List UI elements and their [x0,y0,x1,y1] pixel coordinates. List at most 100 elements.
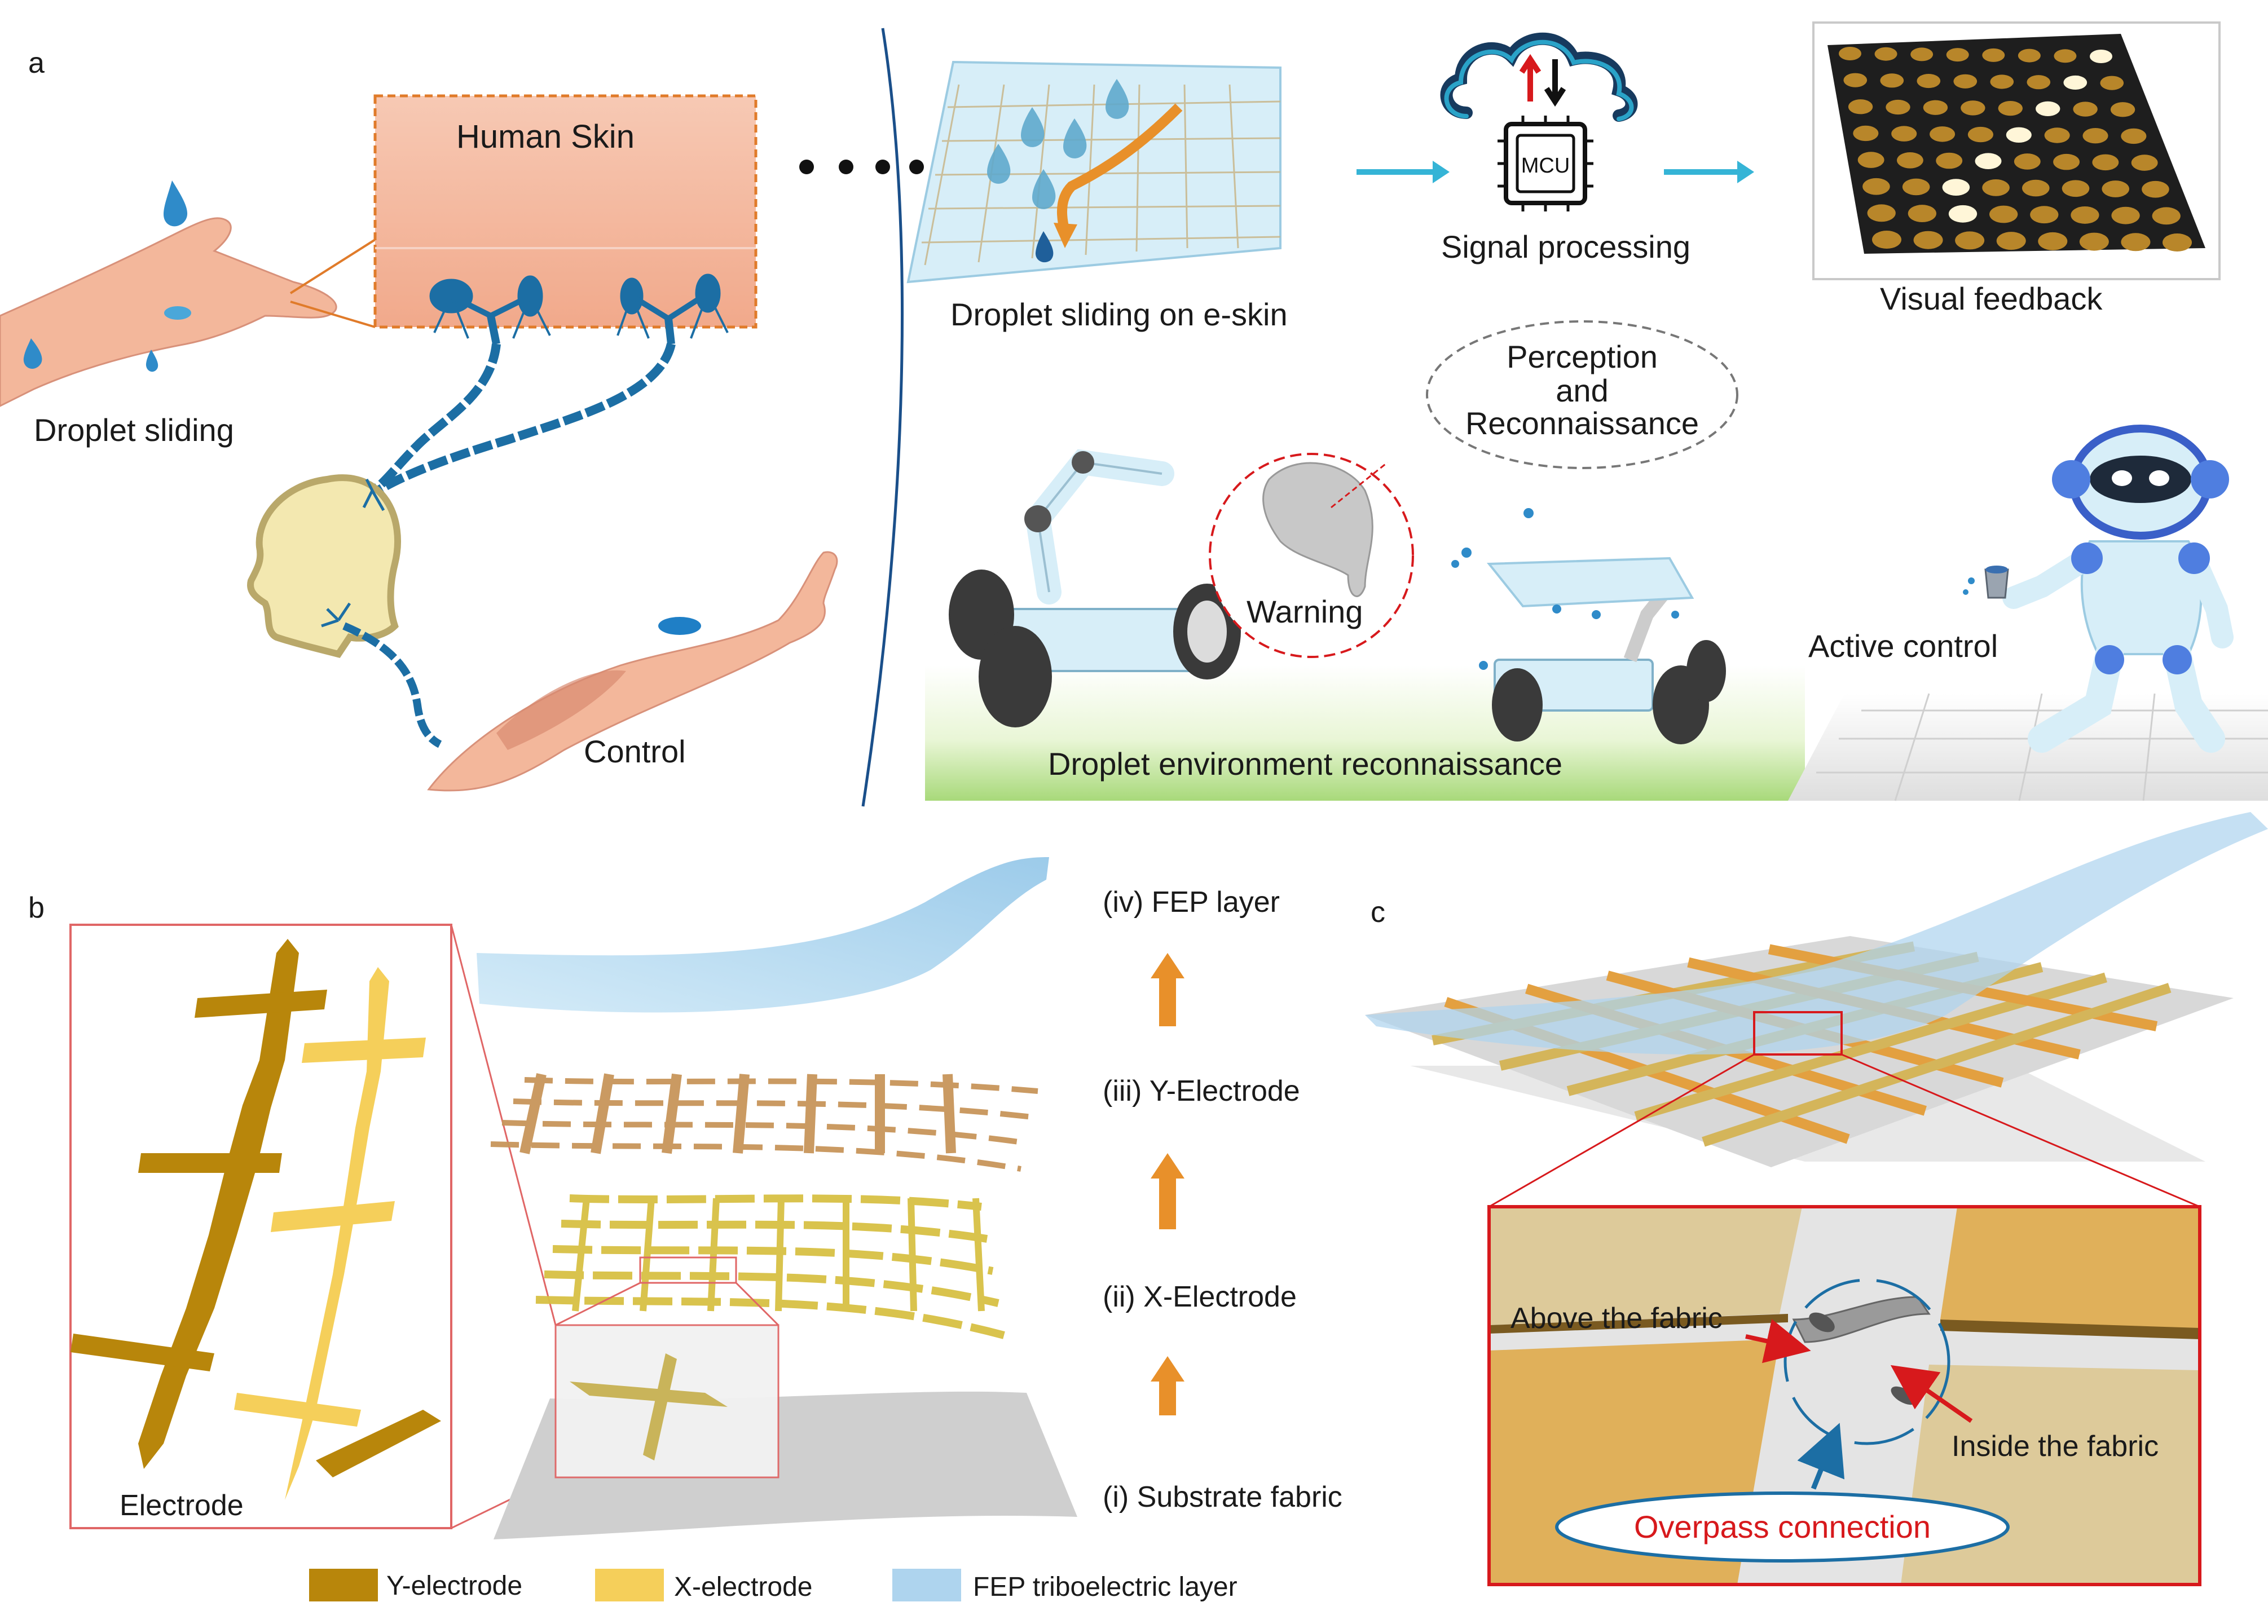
mcu-label: MCU [1521,154,1570,178]
y-electrode-line [733,1074,750,1154]
droplet-icon [164,306,191,320]
led-dot [2121,128,2147,144]
droplet-sliding-label: Droplet sliding [34,412,234,448]
neuron-icon [429,275,551,345]
x-electrode-line [561,1220,988,1243]
human-skin-label: Human Skin [456,118,635,155]
led-dot [2044,127,2070,143]
led-dot [1853,125,1879,142]
droplet-icon [1035,231,1054,263]
led-dot [1913,231,1943,249]
led-dot [1880,73,1904,88]
led-dot [1923,100,1948,115]
led-dot [2102,180,2130,197]
layer-label-iii: (iii) Y-Electrode [1103,1075,1300,1107]
legend-label-x: X-electrode [674,1572,813,1602]
layer-label-iv: (iv) FEP layer [1103,886,1280,919]
layer-label-ii: (ii) X-Electrode [1103,1281,1297,1313]
arrow-head [1054,223,1077,248]
x-electrode-line [775,1198,785,1312]
droplet-on-eskin-label: Droplet sliding on e-skin [950,297,1288,332]
y-electrode-strip [316,1410,441,1477]
led-dot [1886,99,1910,115]
led-dot [1990,74,2014,89]
led-dot [2038,232,2068,250]
inside-fabric-label: Inside the fabric [1952,1430,2159,1463]
x-electrode-line [569,1194,982,1211]
droplet-icon [164,180,188,227]
led-dot [1936,152,1963,169]
visual-feedback-label: Visual feedback [1880,281,2103,316]
led-dot [2110,102,2135,117]
led-dot [2036,101,2060,117]
droplet-icon [146,350,158,372]
zoom-line [289,239,376,294]
led-dot [2018,48,2041,63]
led-dot [2121,233,2151,251]
led-dot [1942,179,1970,196]
head-silhouette [247,474,401,658]
x-electrode-line [544,1270,999,1307]
led-dot [1867,204,1896,222]
panel-label-b: b [28,892,45,924]
led-dot [1961,100,1985,116]
reconnaissance-scene [925,449,1805,801]
nerve-fiber [375,342,676,495]
led-dot [1843,73,1868,87]
perception-line-2: and [1556,373,1609,408]
y-electrode-line [524,1077,1038,1094]
eskin-sheet [906,60,1281,284]
y-electrode-line [519,1073,547,1154]
led-dot [1897,152,1923,169]
legend-label-fep: FEP triboelectric layer [973,1572,1238,1602]
led-dot [2063,75,2088,90]
led-dot [1948,205,1978,223]
y-electrode-line [501,1120,1027,1146]
led-dot [1967,126,1993,143]
y-electrode-line [662,1073,682,1154]
y-electrode-line [804,1074,817,1154]
droplet-icon [1063,118,1087,158]
led-dot [2131,155,2158,171]
led-dot [1891,126,1917,142]
y-electrode-line [513,1098,1033,1120]
led-dot [1848,99,1873,114]
droplet-env-label: Droplet environment reconnaissance [1048,746,1563,782]
droplet-icon [987,144,1011,184]
panel-c-zoom-box [1487,1205,2201,1586]
perception-line-1: Perception [1507,339,1658,374]
x-electrode-line [972,1198,985,1312]
led-dot [1910,47,1934,61]
led-dot [1955,231,1985,250]
neuron-icon [321,478,385,628]
droplet-icon [1021,107,1045,147]
nerve-fiber [370,343,501,495]
panel-b-zoom-box [69,924,557,1529]
legend-swatch-y [309,1569,378,1601]
led-dot [2027,75,2051,90]
led-dot [1982,179,2010,196]
perception-line-3: Reconnaissance [1465,405,1699,441]
led-dot [2082,128,2108,144]
led-dot [1902,178,1930,196]
robot-scene [1788,425,2268,801]
led-dot [2100,76,2124,90]
led-dot [2071,206,2099,224]
led-dot [1975,153,2002,170]
y-electrode-line [591,1073,614,1154]
led-dot [1917,74,1941,89]
flow-arrow [1357,161,1754,183]
ellipsis-dots [799,160,924,174]
x-electrode-line [552,1245,994,1275]
active-control-label: Active control [1808,628,1998,664]
y-electrode-line [490,1141,1021,1172]
cloud-mcu-icon: MCU [1440,32,1638,211]
c-electrode-line [1702,983,2172,1147]
led-grid [1839,47,2192,251]
legend-swatch-x [595,1569,664,1601]
droplet-icon [1451,508,1679,670]
led-dot [2022,179,2050,197]
x-electrode-line [908,1198,917,1312]
zoom-line [290,301,376,328]
led-dot [2053,153,2080,170]
